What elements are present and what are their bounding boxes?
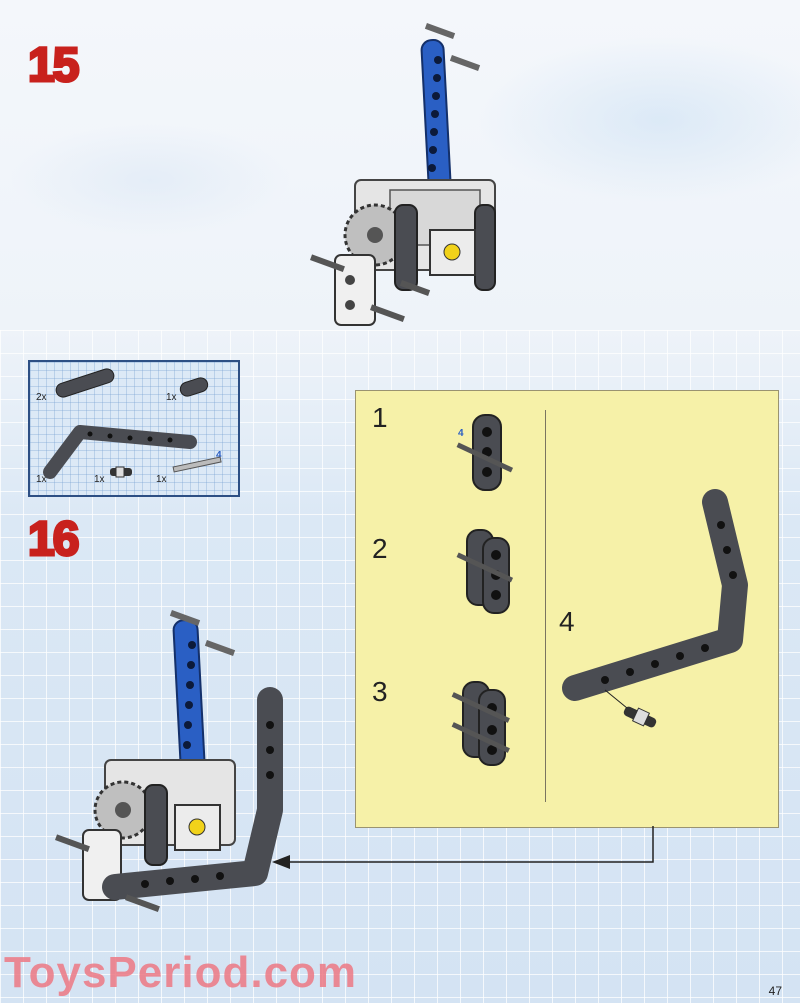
step-15-model-illustration [309,23,496,326]
substep-4-number: 4 [559,606,575,637]
part-qty-beam: 2x [36,392,47,403]
watermark-text: ToysPeriod.com [4,948,358,997]
part-qty-axle: 1x [156,474,167,485]
part-qty-pin: 1x [94,474,105,485]
sub-assembly-panel [355,390,779,828]
sub-assembly-divider [545,410,546,802]
axle-length-marker: 4 [216,450,222,461]
step-15-number: 15 [26,39,80,92]
step-16-model-illustration [54,610,283,912]
parts-illustrations [43,368,222,479]
substep-illustrations [451,414,748,766]
page-number: 47 [768,984,782,998]
parts-list-box: 2x 1x 1x 1x 1x 4 [28,360,240,497]
part-qty-connector: 1x [166,392,177,403]
step-16-number: 16 [26,513,80,566]
part-qty-bent-beam: 1x [36,474,47,485]
substep-3-number: 3 [372,676,388,707]
substep-1-number: 1 [372,402,388,433]
substep-2-number: 2 [372,533,388,564]
substep-1-axle-length: 4 [458,428,464,439]
